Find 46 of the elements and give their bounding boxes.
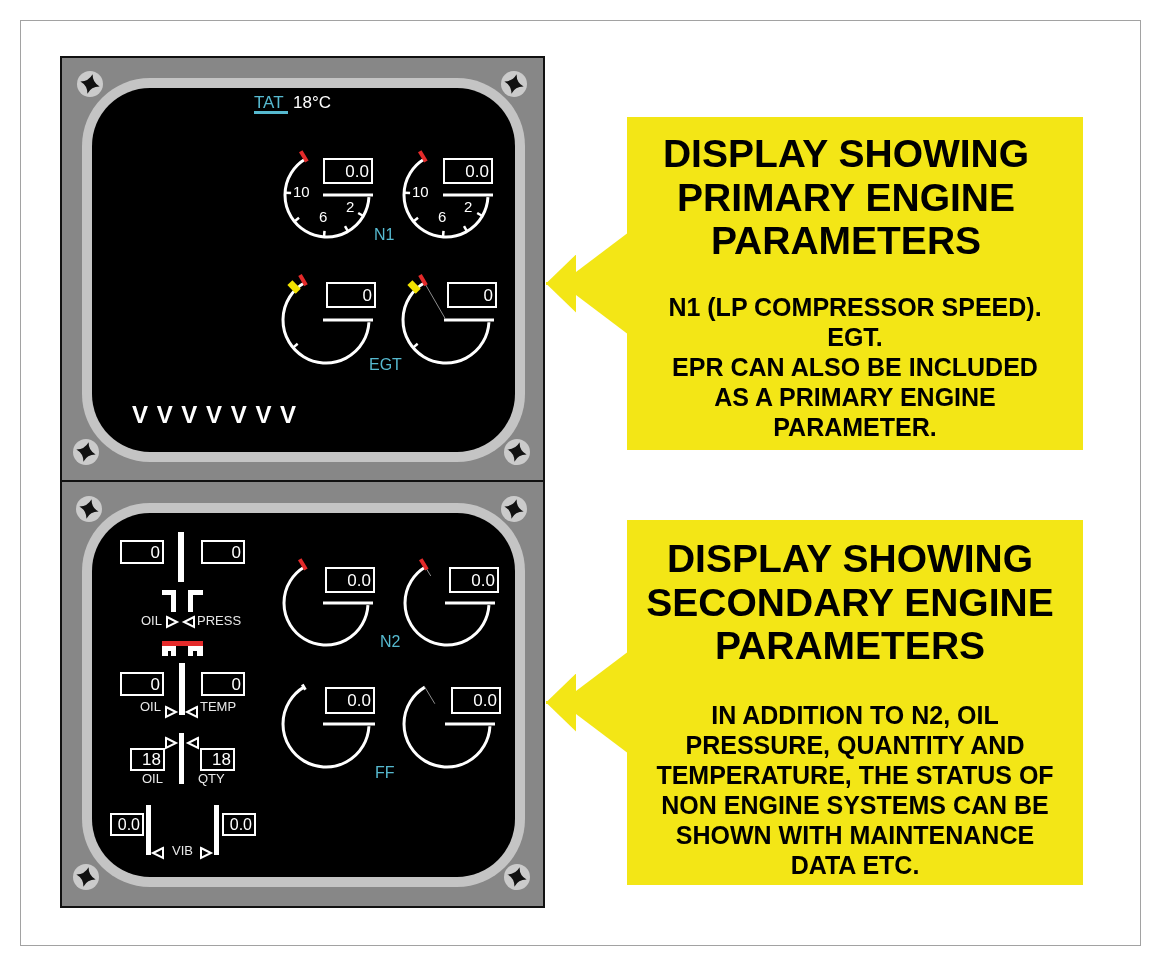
callout-text: EGT. (826, 322, 884, 352)
digital-readout: 18 (130, 748, 165, 771)
gauge-label: QTY (198, 772, 225, 785)
display-panel (60, 482, 545, 908)
digital-readout: 0.0 (325, 687, 375, 714)
digital-readout: 0 (120, 672, 164, 696)
gauge-label: N2 (380, 634, 401, 650)
callout-box (627, 117, 1083, 450)
digital-readout: 0 (201, 540, 245, 564)
display-panel (60, 56, 545, 482)
digital-readout: 0 (447, 282, 497, 308)
gauge-label: EGT (369, 357, 402, 373)
digital-readout: 0.0 (451, 687, 501, 714)
gauge-label: FF (375, 765, 395, 781)
scale-number: 2 (464, 199, 473, 214)
digital-readout: 0.0 (443, 158, 493, 184)
gauge-label: OIL (140, 700, 161, 713)
digital-readout: 18 (200, 748, 235, 771)
digital-readout: 0.0 (449, 567, 499, 593)
gauge-label: VIB (172, 844, 193, 857)
scale-number: 10 (293, 184, 310, 199)
callout-heading: DISPLAY SHOWING SECONDARY ENGINE PARAMETERS (645, 537, 1055, 668)
digital-readout: 0 (120, 540, 164, 564)
gauge-label: OIL (142, 772, 163, 785)
gauge-label: TEMP (200, 700, 237, 713)
callout-text: N1 (LP COMPRESSOR SPEED). (667, 292, 1043, 322)
gauge-label: N1 (374, 227, 395, 243)
callout-text: EPR CAN ALSO BE INCLUDED AS A PRIMARY ENGINE PARAMETER. (671, 352, 1039, 442)
digital-readout: 0.0 (222, 813, 256, 836)
callout-heading: DISPLAY SHOWING PRIMARY ENGINE PARAMETERS (661, 132, 1031, 263)
callout-text: IN ADDITION TO N2, OIL PRESSURE, QUANTITY AND TEMPERATURE, THE STATUS OF NON ENGINE SYSTEMS CAN BE SHOWN WITH MAINTENANCE DATA ETC. (655, 700, 1055, 880)
digital-readout: 0 (326, 282, 376, 308)
callout-box (627, 520, 1083, 885)
scale-number: 10 (412, 184, 429, 199)
scale-number: 6 (438, 209, 447, 224)
gauge-label: OIL (141, 614, 162, 627)
digital-readout: 0.0 (110, 813, 144, 836)
digital-readout: 0.0 (323, 158, 373, 184)
scale-number: 2 (346, 199, 355, 214)
status-text: V V V V V V V (132, 403, 297, 427)
gauge-label: PRESS (197, 614, 242, 627)
temperature-value: 18°C (293, 94, 331, 111)
parameter-label: TAT (254, 94, 288, 114)
digital-readout: 0 (201, 672, 245, 696)
digital-readout: 0.0 (325, 567, 375, 593)
scale-number: 6 (319, 209, 328, 224)
